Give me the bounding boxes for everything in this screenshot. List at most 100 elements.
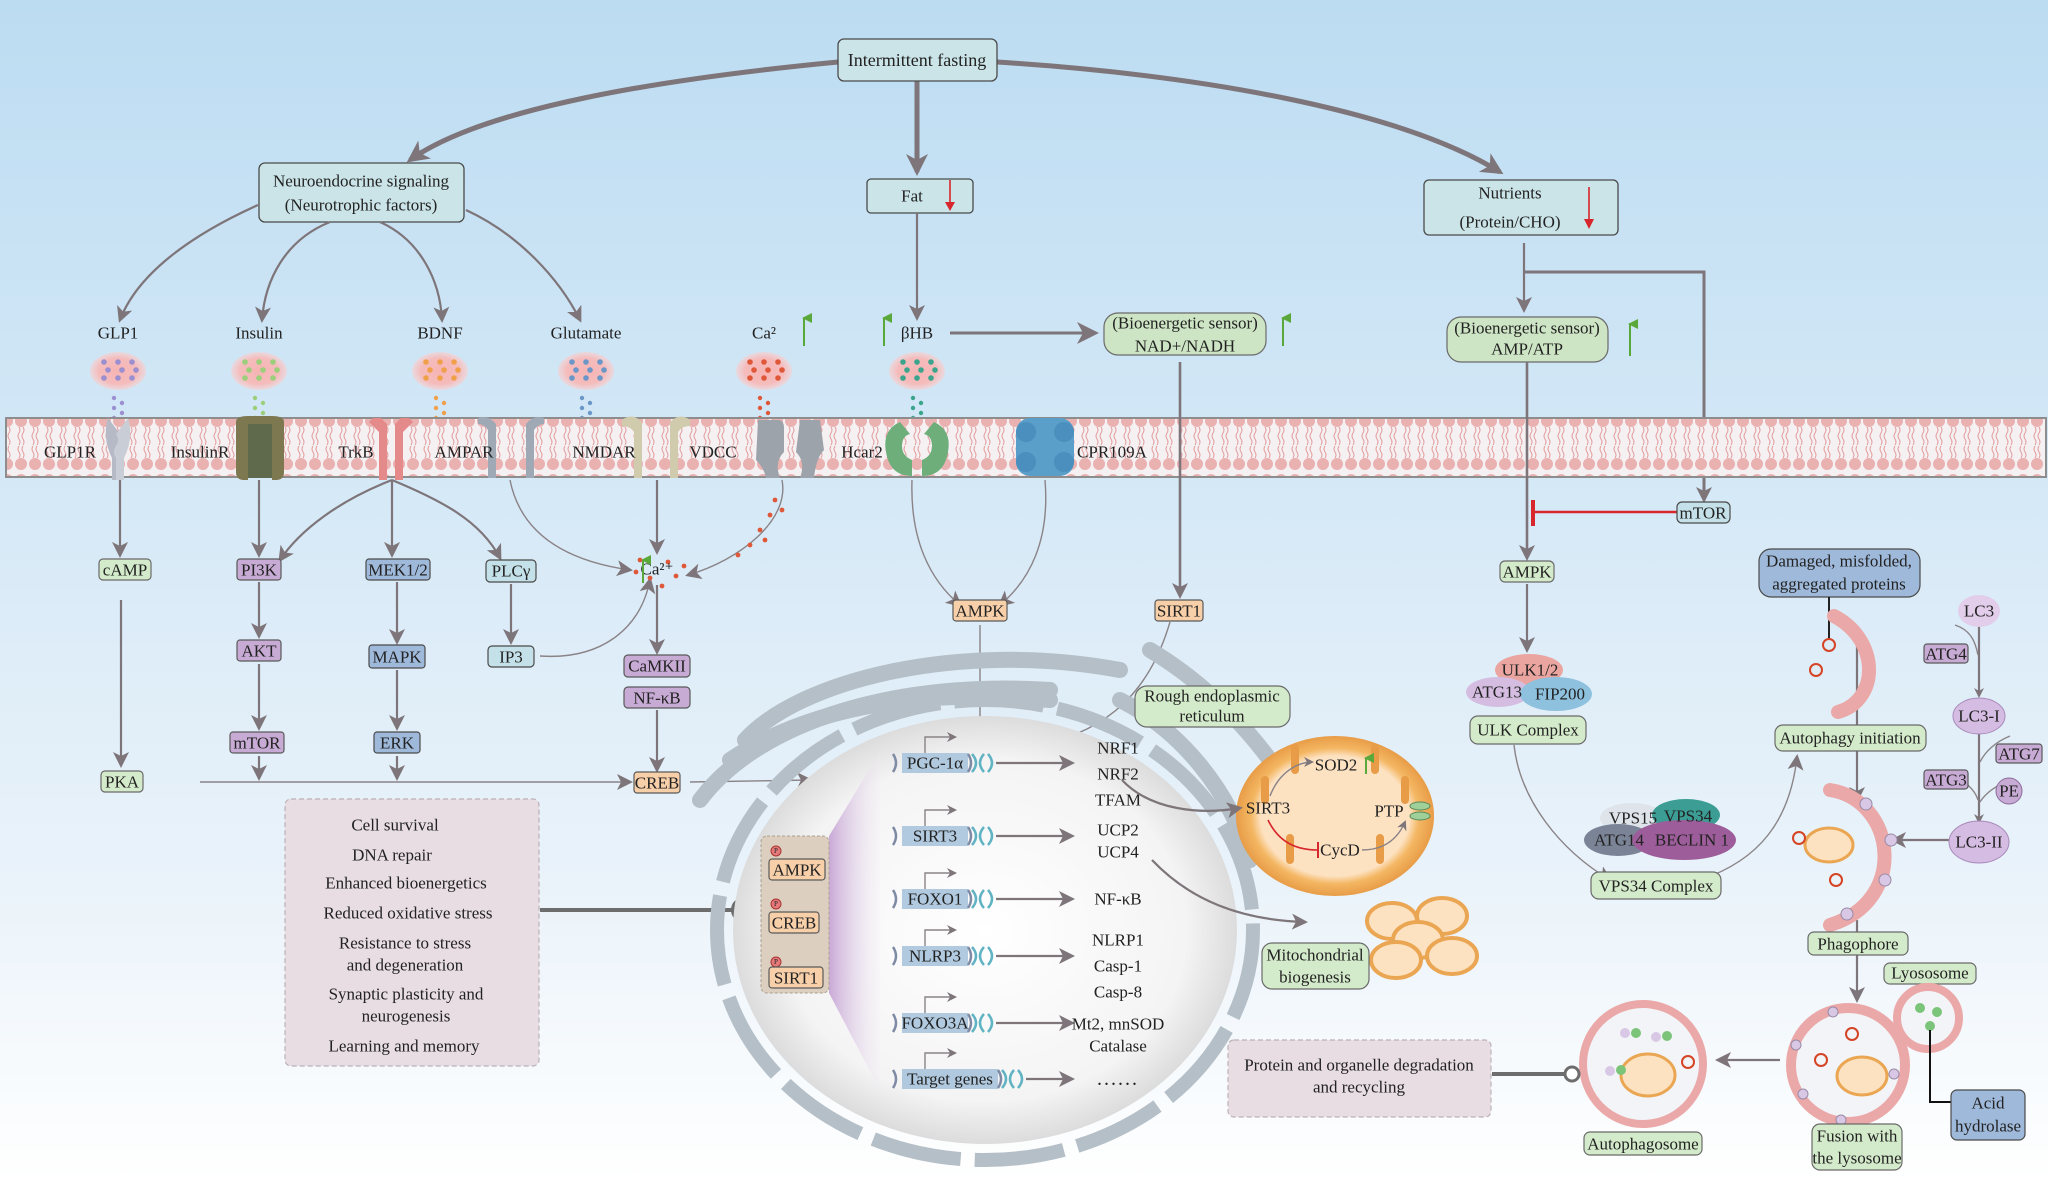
svg-text:aggregated proteins: aggregated proteins [1772, 575, 1906, 594]
autophagosome-label[interactable]: Autophagosome [1583, 1131, 1703, 1156]
nmdar-receptor[interactable] [622, 416, 690, 478]
ligand-particle [437, 375, 443, 381]
vdcc-channel[interactable] [756, 420, 824, 478]
lc3i-node[interactable]: LC3-I [1952, 697, 2006, 735]
signal-node-camp[interactable]: cAMP [98, 558, 152, 581]
ligand-particle [242, 359, 248, 365]
amp-sensor-line2: AMP/ATP [1491, 340, 1563, 359]
vps34-complex[interactable]: VPS15 VPS34 ATG14 BECLIN 1 VPS34 Complex [1584, 799, 1736, 900]
mtor-right-node[interactable]: mTOR [1676, 501, 1731, 524]
gene-name: FOXO3A [901, 1014, 969, 1033]
ulk-complex[interactable]: ULK1/2 ATG13 FIP200 ULK Complex [1466, 654, 1592, 745]
signal-node-akt[interactable]: AKT [236, 639, 282, 662]
svg-text:ATG13: ATG13 [1472, 683, 1522, 702]
receptor-labels: GLP1R InsulinR TrkB AMPAR NMDAR VDCC Hca… [44, 443, 1148, 462]
ligand-particle [761, 375, 767, 381]
signal-node-ca2: Ca²⁺ [641, 555, 673, 583]
trkb-receptor[interactable] [369, 418, 413, 480]
svg-text:SIRT1: SIRT1 [1157, 602, 1201, 621]
svg-text:BECLIN 1: BECLIN 1 [1655, 831, 1729, 850]
neuroendocrine-box[interactable]: Neuroendocrine signaling (Neurotrophic f… [258, 162, 465, 223]
nad-sensor-box[interactable]: (Bioenergetic sensor) NAD+/NADH [1103, 312, 1267, 356]
autophagosome [1579, 1000, 1707, 1128]
ligand-particle [433, 395, 439, 401]
ligand-particle [441, 367, 447, 373]
svg-text:AMPK: AMPK [1502, 563, 1552, 582]
insulin-label: Insulin [235, 324, 283, 343]
amp-sensor-line1: (Bioenergetic sensor) [1454, 319, 1600, 338]
calcium-ion [772, 497, 778, 503]
signal-node-plcg[interactable]: PLCγ [485, 559, 537, 583]
lc3-node[interactable]: LC3 [1958, 595, 2000, 627]
neuroendocrine-arrows [117, 203, 925, 323]
signal-node-pi3k[interactable]: PI3K [236, 558, 282, 581]
nutrients-label-line2: (Protein/CHO) [1459, 213, 1560, 232]
rer-label-box[interactable]: Rough endoplasmic reticulum [1134, 685, 1291, 728]
protein-aggregate-icon [1829, 873, 1843, 887]
gene-row: Target genes...... [891, 1048, 1137, 1090]
hcar2-receptor[interactable] [885, 422, 949, 476]
signal-node-camkii[interactable]: CaMKII [623, 654, 691, 678]
lc3ii-node[interactable]: LC3-II [1948, 820, 2010, 864]
ligand-particle [111, 405, 117, 411]
ampk-right-node[interactable]: AMPK [1499, 560, 1555, 583]
pe-node[interactable]: PE [1995, 777, 2023, 805]
signal-node-erk[interactable]: ERK [373, 731, 421, 754]
autophagy-initiation-box[interactable]: Autophagy initiation [1774, 724, 1927, 752]
svg-text:ULK Complex: ULK Complex [1477, 721, 1579, 740]
ligand-particle [765, 400, 771, 406]
fat-box[interactable]: Fat [866, 178, 974, 214]
glp1r-receptor[interactable] [105, 418, 131, 480]
acid-hydrolase-box[interactable]: Acid hydrolase [1950, 1089, 2026, 1141]
mito-ptp-label: PTP [1374, 802, 1403, 821]
atg4-node[interactable]: ATG4 [1923, 643, 1969, 664]
intermittent-fasting-box[interactable]: Intermittent fasting [837, 38, 998, 82]
amp-sensor-box[interactable]: (Bioenergetic sensor) AMP/ATP [1446, 316, 1609, 363]
trkb-label: TrkB [338, 443, 373, 462]
atg3-node[interactable]: ATG3 [1923, 769, 1969, 790]
signal-node-sirt1-mid[interactable]: SIRT1 [1154, 599, 1204, 622]
ligand-particle [587, 367, 593, 373]
dna-helix [971, 826, 994, 846]
signal-node-ampk-mid[interactable]: AMPK [952, 599, 1008, 622]
phospho-creb[interactable]: P CREB [768, 898, 820, 934]
ligand-particle [751, 367, 757, 373]
ligand-particle [601, 367, 607, 373]
signal-node-creb[interactable]: CREB [633, 771, 681, 794]
signal-node-mapk[interactable]: MAPK [368, 644, 426, 669]
gene-box [902, 946, 968, 966]
nmdar-label: NMDAR [572, 443, 636, 462]
phagophore-label[interactable]: Phagophore [1807, 931, 1909, 956]
atg7-node[interactable]: ATG7 [1995, 743, 2043, 764]
signal-node-ip3[interactable]: IP3 [487, 645, 535, 668]
mito-sod2-label: SOD2 [1315, 756, 1358, 775]
svg-text:VPS34: VPS34 [1664, 807, 1713, 826]
phagophore [1792, 783, 1898, 932]
gene-target: Casp-8 [1094, 983, 1142, 1002]
damaged-proteins-box[interactable]: Damaged, misfolded, aggregated proteins [1758, 548, 1921, 598]
fusion-label[interactable]: Fusion with the lysosome [1811, 1123, 1903, 1171]
effect-item: DNA repair [352, 846, 432, 865]
lysosome-label[interactable]: Lyososome [1883, 962, 1977, 985]
svg-text:CaMKII: CaMKII [628, 657, 686, 676]
svg-text:Autophagosome: Autophagosome [1587, 1135, 1698, 1154]
ampar-receptor[interactable] [478, 416, 544, 478]
hcar2-label: Hcar2 [841, 443, 883, 462]
bdnf-label: BDNF [417, 324, 462, 343]
cpr109a-receptor[interactable] [1016, 418, 1074, 476]
insulinr-receptor[interactable] [236, 416, 284, 480]
signal-node-nfkb[interactable]: NF-κB [623, 686, 691, 709]
phospho-sirt1[interactable]: P SIRT1 [768, 956, 824, 989]
svg-text:MEK1/2: MEK1/2 [368, 561, 428, 580]
mito-biogenesis-box[interactable]: Mitochondrial biogenesis [1261, 942, 1370, 990]
signal-node-pka[interactable]: PKA [100, 770, 144, 793]
nutrients-box[interactable]: Nutrients (Protein/CHO) [1423, 179, 1619, 236]
signal-node-mtor-left[interactable]: mTOR [229, 731, 285, 754]
vdcc-label: VDCC [689, 443, 736, 462]
protein-aggregate-icon [1814, 1053, 1828, 1067]
calcium-ion [681, 563, 687, 569]
signal-node-mek[interactable]: MEK1/2 [365, 558, 431, 581]
phospho-ampk[interactable]: P AMPK [768, 845, 826, 881]
svg-text:Protein and organelle degradat: Protein and organelle degradation [1244, 1056, 1474, 1075]
neuroendocrine-label-line2: (Neurotrophic factors) [285, 196, 437, 215]
